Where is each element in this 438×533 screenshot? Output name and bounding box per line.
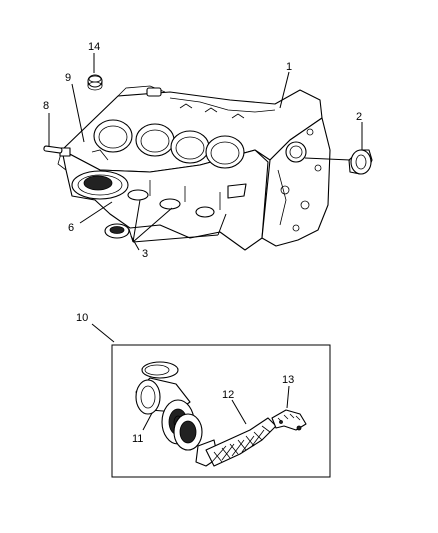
chain-guide-part-13	[271, 409, 307, 431]
callout-3: 3	[142, 248, 148, 260]
callout-9: 9	[65, 72, 71, 84]
ring-seal-part-3	[104, 223, 130, 239]
rear-seal-part-2	[348, 149, 373, 175]
leader-lines-upper	[48, 53, 363, 251]
callout-6: 6	[68, 222, 74, 234]
engine-block	[57, 85, 331, 251]
callout-14: 14	[88, 41, 100, 53]
cup-plug-part-14	[87, 74, 103, 91]
gear-assembly-part-11	[135, 361, 219, 467]
callout-11: 11	[132, 433, 143, 445]
callout-1: 1	[286, 61, 292, 73]
callout-8: 8	[43, 100, 49, 112]
callout-labels: 14 9 8 1 2 6 3 10 11 12 13	[43, 41, 362, 445]
callout-10: 10	[76, 312, 88, 324]
dowel-pin-part-8	[43, 145, 63, 154]
braided-strap-part-12	[205, 417, 277, 467]
callout-13: 13	[282, 374, 294, 386]
inset-detail	[91, 323, 331, 478]
callout-2: 2	[356, 111, 362, 123]
callout-12: 12	[222, 389, 234, 401]
